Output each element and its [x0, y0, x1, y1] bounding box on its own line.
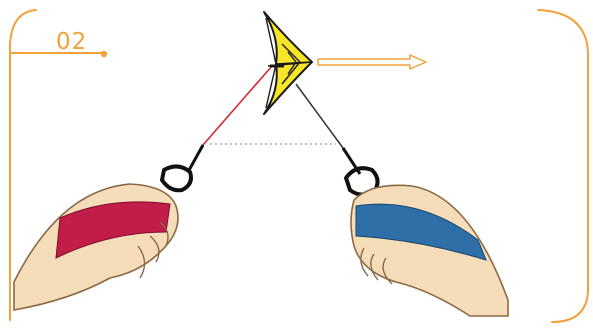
step-dot	[101, 51, 107, 57]
step-number: 02	[56, 30, 87, 54]
left-hand-handle-icon	[14, 145, 203, 310]
arrow-right-icon	[318, 55, 426, 69]
stunt-kite-icon	[264, 12, 312, 114]
frame-top-right-curve	[538, 10, 588, 322]
right-hand-handle-icon	[343, 148, 508, 316]
left-flying-line	[203, 66, 272, 145]
right-flying-line	[296, 84, 343, 148]
